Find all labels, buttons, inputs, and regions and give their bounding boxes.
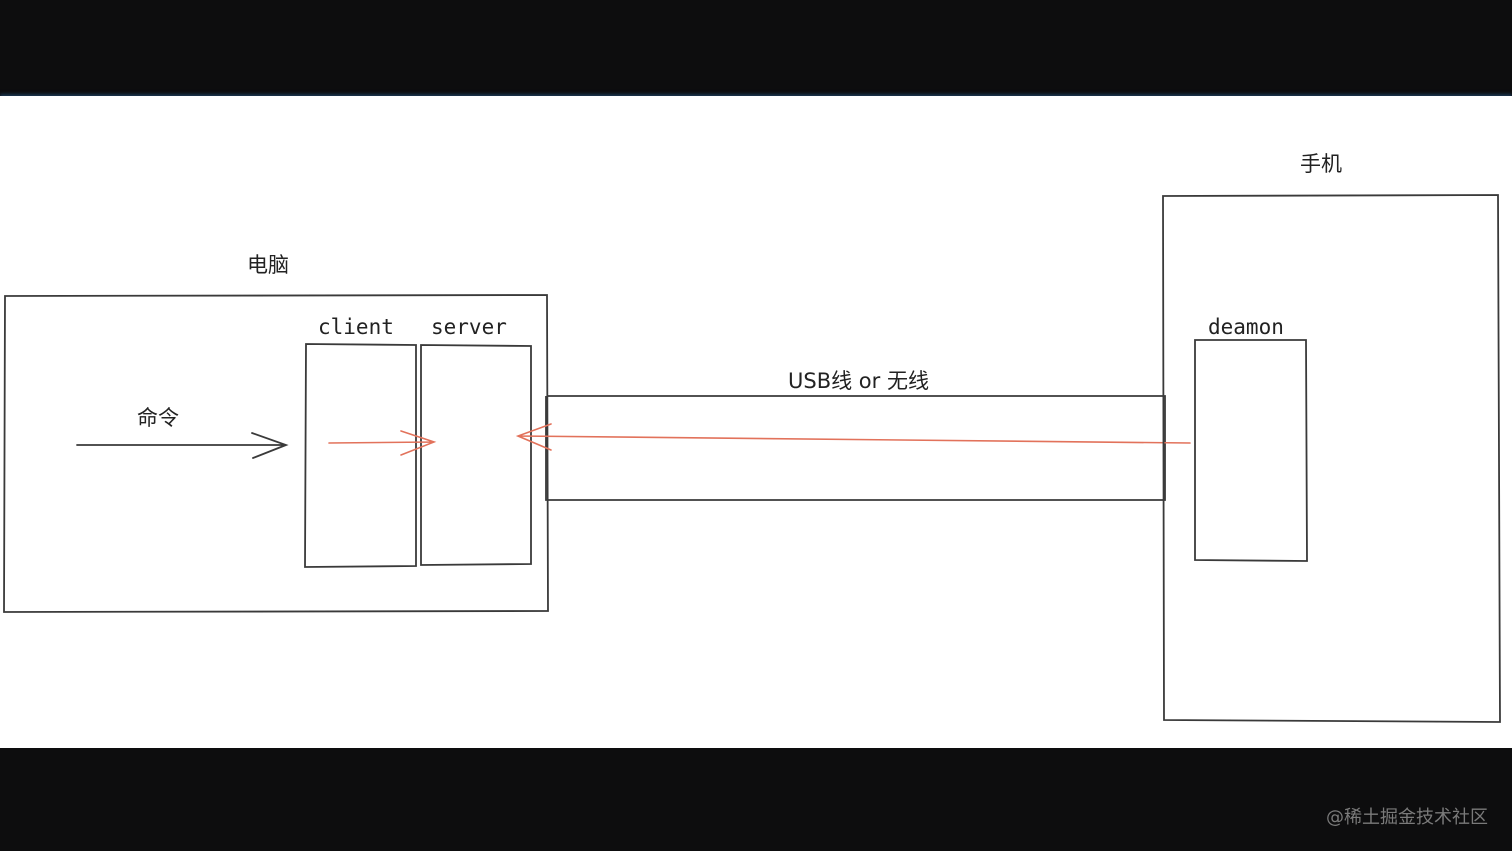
bottom-letterbox — [0, 748, 1512, 851]
server-label: server — [431, 315, 507, 339]
client-box — [304, 343, 417, 568]
watermark: @稀土掘金技术社区 — [1326, 807, 1488, 828]
computer-box — [3, 294, 549, 613]
command-label: 命令 — [137, 406, 179, 430]
command-arrow — [76, 432, 289, 459]
diagram-canvas — [0, 96, 1512, 748]
top-letterbox — [0, 0, 1512, 96]
link-label: USB线 or 无线 — [788, 369, 929, 393]
computer-label: 电脑 — [247, 253, 289, 277]
phone-box — [1162, 194, 1501, 723]
phone-label: 手机 — [1300, 152, 1342, 176]
daemon-box — [1194, 339, 1308, 562]
daemon-to-server-arrow — [515, 423, 1191, 451]
daemon-label: deamon — [1208, 315, 1284, 339]
link-tube — [545, 395, 1166, 501]
server-box — [420, 344, 532, 566]
client-to-server-arrow — [328, 430, 437, 456]
client-label: client — [318, 315, 394, 339]
